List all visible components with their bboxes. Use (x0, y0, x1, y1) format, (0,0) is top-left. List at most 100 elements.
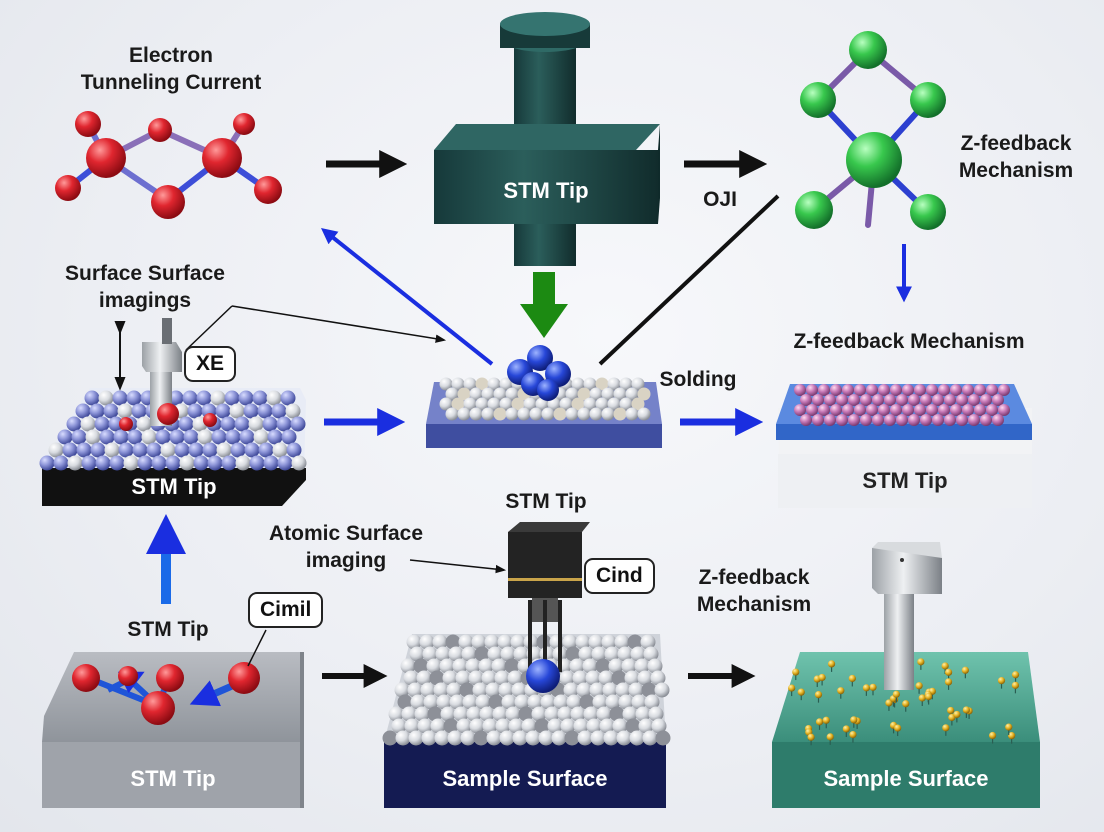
atom (513, 646, 529, 662)
atom (238, 390, 254, 406)
atom (137, 455, 153, 471)
atom (932, 394, 944, 406)
atom (460, 730, 476, 746)
atom (615, 682, 631, 698)
atom (830, 384, 842, 396)
atom (495, 718, 511, 734)
atom (986, 384, 998, 396)
atom (818, 384, 830, 396)
atom (253, 429, 269, 445)
atom (487, 397, 501, 411)
atom (576, 682, 592, 698)
atom (1008, 732, 1016, 740)
atom (625, 407, 639, 421)
atom (635, 706, 651, 722)
atom (443, 718, 459, 734)
atom (842, 725, 850, 733)
atom (62, 442, 78, 458)
atom (117, 403, 133, 419)
sample-plate-center (426, 345, 662, 448)
atom (445, 387, 459, 401)
atom (631, 377, 645, 391)
atom (619, 397, 633, 411)
atom (497, 634, 513, 650)
atom (914, 404, 926, 416)
atom (822, 716, 830, 724)
atom (84, 390, 100, 406)
atom (409, 646, 425, 662)
atom (388, 706, 404, 722)
atom (525, 730, 541, 746)
atom (94, 416, 110, 432)
leader-cimil (247, 629, 267, 667)
atom (625, 718, 641, 734)
atom (427, 706, 443, 722)
atom (113, 429, 129, 445)
atom (860, 394, 872, 406)
atom (968, 394, 980, 406)
atom (884, 394, 896, 406)
arrow-green-shaft (533, 272, 555, 304)
atom (507, 670, 523, 686)
atom (601, 387, 615, 401)
atom (651, 718, 667, 734)
atom (866, 384, 878, 396)
atom (866, 404, 878, 416)
atom (498, 682, 514, 698)
atom (469, 387, 483, 401)
atom (447, 730, 463, 746)
atom (551, 730, 567, 746)
atom (210, 390, 226, 406)
atom (986, 404, 998, 416)
atom (420, 682, 436, 698)
atom (510, 634, 526, 650)
atom (577, 730, 593, 746)
atom (908, 414, 920, 426)
atom (575, 634, 591, 650)
atom (440, 706, 456, 722)
atom (980, 414, 992, 426)
atom (258, 442, 274, 458)
atom (262, 416, 278, 432)
atom (637, 670, 653, 686)
atom (466, 706, 482, 722)
atom (160, 442, 176, 458)
atom (540, 694, 556, 710)
atom (826, 733, 834, 741)
line-diagonal-right (598, 194, 780, 366)
atom (118, 442, 134, 458)
atom (944, 668, 953, 676)
atom (131, 403, 147, 419)
label-surface-imaging: Surface Surface imagings (65, 262, 225, 312)
atom (277, 455, 293, 471)
atom (430, 718, 446, 734)
atom (469, 718, 485, 734)
leader-xe (185, 305, 233, 351)
atom (941, 662, 949, 670)
atom (559, 670, 575, 686)
atom (896, 394, 908, 406)
atom (439, 377, 453, 391)
atom (410, 694, 426, 710)
atom (127, 429, 143, 445)
atom (612, 718, 628, 734)
atom (807, 733, 815, 741)
atom (956, 414, 968, 426)
atom (806, 384, 818, 396)
atom (642, 730, 658, 746)
atom (579, 694, 595, 710)
atom (631, 694, 647, 710)
atom (290, 416, 306, 432)
atom (997, 677, 1006, 685)
atom (812, 414, 824, 426)
atom (812, 394, 824, 406)
atom (605, 694, 621, 710)
atom (962, 384, 974, 396)
atom (988, 731, 997, 740)
atom (505, 387, 519, 401)
atom (211, 429, 227, 445)
atom (854, 404, 866, 416)
atom (932, 414, 944, 426)
atom (276, 416, 292, 432)
atom (478, 658, 494, 674)
